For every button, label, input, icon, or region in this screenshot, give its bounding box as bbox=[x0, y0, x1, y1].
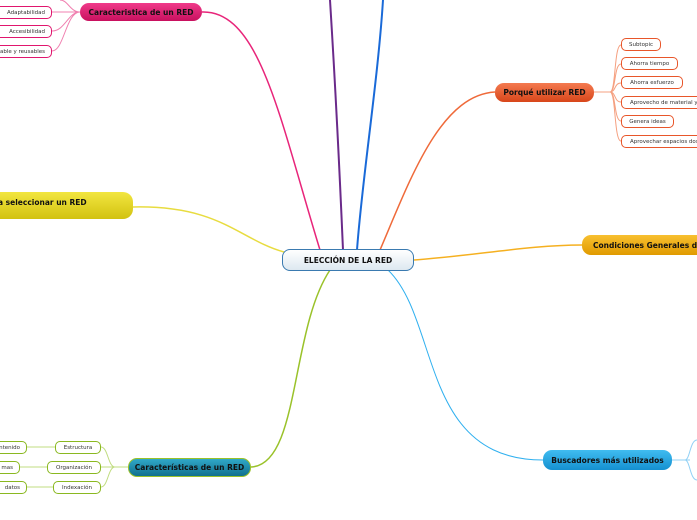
subtopic-reusables[interactable]: able y reusables bbox=[0, 45, 52, 58]
subtopic-ahorra-esfuerzo[interactable]: Ahorra esfuerzo bbox=[621, 76, 683, 89]
central-topic[interactable]: ELECCIÓN DE LA RED bbox=[282, 249, 414, 271]
subtopic-estructura[interactable]: Estructura bbox=[55, 441, 101, 454]
subtopic-ahorra-tiempo[interactable]: Ahorra tiempo bbox=[621, 57, 678, 70]
subtopic-adaptabilidad[interactable]: Adaptabilidad bbox=[0, 6, 52, 19]
subtopic-aprovechar-espacios[interactable]: Aprovechar espacios dos bbox=[621, 135, 697, 148]
subtopic-genera-ideas[interactable]: Genera ideas bbox=[621, 115, 674, 128]
topic-seleccionar[interactable]: a seleccionar un RED bbox=[0, 192, 133, 219]
topic-buscadores[interactable]: Buscadores más utilizados bbox=[543, 450, 672, 470]
topic-caracteristicas[interactable]: Características de un RED bbox=[128, 458, 251, 477]
subtopic-sistemas[interactable]: mas bbox=[0, 461, 20, 474]
subtopic-indexacion[interactable]: Indexación bbox=[53, 481, 101, 494]
subtopic-organizacion[interactable]: Organización bbox=[47, 461, 101, 474]
subtopic-aprovecho-material[interactable]: Aprovecho de material y bbox=[621, 96, 697, 109]
subtopic-subtopic[interactable]: Subtopic bbox=[621, 38, 661, 51]
subtopic-accesibilidad[interactable]: Accesibilidad bbox=[0, 25, 52, 38]
topic-caracteristica[interactable]: Caracteristica de un RED bbox=[80, 3, 202, 21]
topic-porque-utilizar[interactable]: Porqué utilizar RED bbox=[495, 83, 594, 102]
subtopic-contenido[interactable]: ntenido bbox=[0, 441, 27, 454]
subtopic-datos[interactable]: datos bbox=[0, 481, 27, 494]
topic-condiciones[interactable]: Condiciones Generales de bbox=[582, 235, 697, 255]
